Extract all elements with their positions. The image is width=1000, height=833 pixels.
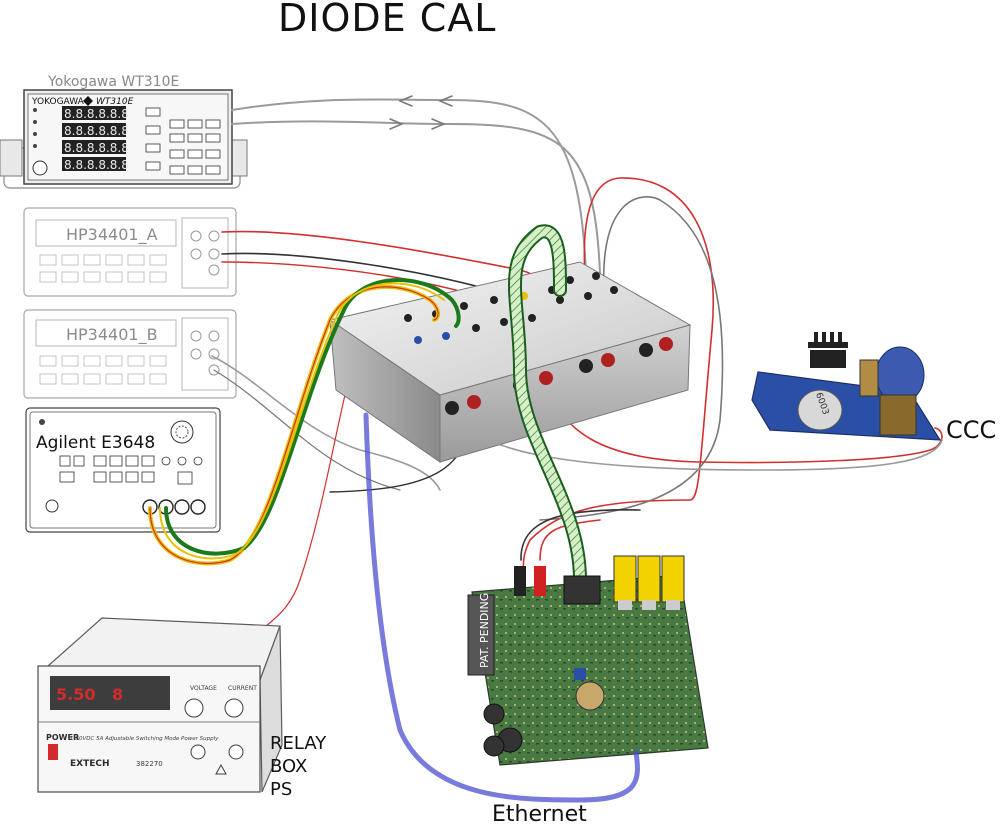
relay-ps-current-label: CURRENT	[228, 685, 257, 692]
wt310e-wire-2	[231, 120, 601, 276]
warning-triangle-icon	[215, 763, 227, 775]
svg-text:8.8.8.8.8.8: 8.8.8.8.8.8	[64, 124, 129, 138]
relay-box-ps-label: RELAY BOX PS	[270, 732, 326, 801]
dmm-hp34401-b: HP34401_B	[23, 309, 237, 399]
wt310e-buttons	[145, 107, 221, 175]
relay-ps-voltage-label: VOLTAGE	[190, 685, 217, 692]
psu-power-switch-icon	[45, 499, 59, 513]
wt310e-model: WT310E	[96, 97, 134, 107]
arrow-right-icon	[389, 118, 404, 130]
relay-label-line1: RELAY	[270, 733, 327, 754]
voltage-knob-icon	[184, 698, 204, 718]
dmm-a-label: HP34401_A	[66, 225, 158, 245]
wt310e-displays: 8.8.8.8.8.8 8.8.8.8.8.8 8.8.8.8.8.8 8.8.…	[62, 106, 129, 172]
relay-box-jacks	[404, 272, 673, 415]
controller-board: PAT. PENDING	[467, 555, 709, 766]
red-banana-plug	[534, 566, 546, 596]
relay-ps-amps: 8	[112, 685, 123, 704]
relay-label-line2: BOX	[270, 756, 308, 777]
current-knob-icon	[224, 698, 244, 718]
relay-ps-brand: EXTECH	[70, 759, 110, 769]
page-title: DIODE CAL	[278, 0, 497, 40]
psu-label: Agilent E3648	[36, 433, 155, 453]
hatched-cable	[510, 226, 585, 585]
ethernet-label: Ethernet	[492, 802, 587, 827]
ethernet-cable	[363, 412, 640, 803]
board-connector	[563, 575, 601, 605]
agilent-logo-icon	[39, 419, 45, 425]
ccc-heatsink-icon	[808, 332, 848, 368]
black-banana-plug	[514, 566, 526, 596]
board-marking: PAT. PENDING	[478, 593, 491, 668]
relay-ps-power-label: POWER	[46, 733, 79, 742]
output-terminal-pos-icon	[228, 744, 244, 760]
wt310e-wire-1	[231, 98, 587, 276]
svg-text:8.8.8.8.8.8: 8.8.8.8.8.8	[64, 107, 129, 121]
psu-agilent-e3648: Agilent E3648	[25, 407, 221, 533]
relay-label-line3: PS	[270, 779, 293, 800]
svg-text:8.8.8.8.8.8: 8.8.8.8.8.8	[64, 158, 129, 172]
green-yellow-wires	[148, 278, 461, 566]
power-rocker-icon	[48, 744, 58, 760]
knob-icon	[170, 420, 194, 444]
power-switch-icon	[32, 160, 48, 176]
wt310e-indicator-leds	[33, 108, 37, 148]
arrow-right-icon-2	[431, 118, 446, 130]
ccc-device: 6003	[751, 332, 942, 441]
output-terminal-neg-icon	[190, 744, 206, 760]
arrow-left-icon	[398, 95, 413, 107]
psu-terminals	[142, 499, 206, 515]
relay-ps-volts: 5.50	[56, 685, 95, 704]
board-capacitors	[483, 668, 605, 757]
arrow-left-icon-2	[438, 95, 453, 107]
relay-ps-description: 1-30VDC 5A Adjustable Switching Mode Pow…	[70, 736, 219, 742]
yokogawa-logo-icon	[83, 96, 93, 106]
board-relays	[613, 555, 685, 610]
svg-text:8.8.8.8.8.8: 8.8.8.8.8.8	[64, 141, 129, 155]
dmm-hp34401-a: HP34401_A	[23, 207, 237, 297]
relay-box	[328, 261, 692, 463]
dmm-b-label: HP34401_B	[66, 325, 158, 345]
ccc-label: CCC	[946, 416, 997, 444]
yokogawa-wt310e: YOKOGAWA WT310E 8.8.8.8.8.8 8.8.8.8.8.8 …	[0, 89, 248, 189]
wt310e-caption: Yokogawa WT310E	[47, 74, 179, 90]
relay-power-supply: 5.50 8 VOLTAGE CURRENT POWER 1-30VDC 5A …	[37, 617, 283, 793]
relay-ps-model: 382270	[136, 760, 163, 768]
wt310e-brand: YOKOGAWA	[31, 97, 85, 107]
